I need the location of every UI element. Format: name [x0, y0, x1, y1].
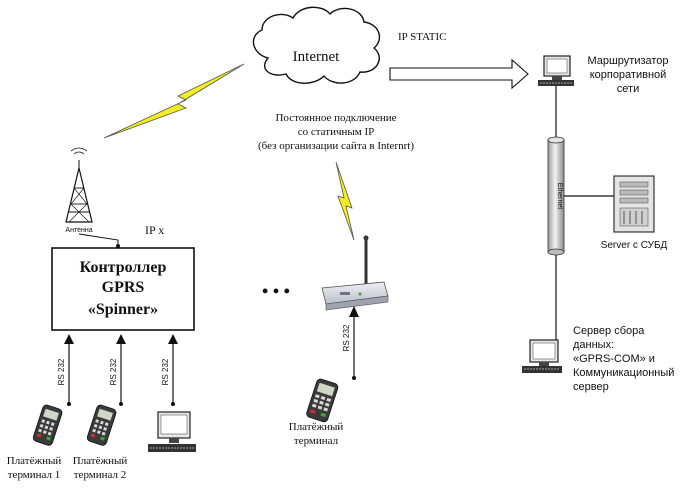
antenna-tower-icon [65, 147, 93, 223]
connection-note-line3: (без организации сайта в Internrt) [258, 140, 414, 152]
gprs-modem-icon [321, 235, 389, 311]
terminal-2-label-line2: терминал 2 [74, 469, 126, 481]
modem-terminal-label: Платёжный терминал [289, 421, 344, 447]
collector-computer-icon [522, 332, 562, 373]
gprs-controller-box: Контроллер GPRS «Spinner» [51, 247, 195, 331]
rs232-label: RS 232 [57, 358, 66, 385]
controller-label-line2: GPRS [102, 279, 145, 296]
collector-label-line4: Коммуникационный [573, 367, 674, 379]
connection-note: Постоянное подключение со статичным IP (… [258, 112, 414, 152]
computer-icon [148, 411, 196, 452]
router-computer-icon [538, 55, 574, 86]
terminal-2-label-line1: Платёжный [73, 455, 128, 467]
router-label-line3: сети [617, 83, 639, 95]
payment-terminal-icon [32, 404, 63, 446]
collector-label-line2: данных: [573, 339, 614, 351]
antenna-link [78, 233, 120, 248]
rs232-link-terminal-1: RS 232 [57, 334, 74, 406]
more-devices-ellipsis: • • • [262, 281, 290, 301]
antenna-label: Антенна [65, 227, 92, 234]
rs232-link-modem: RS 232 [342, 306, 359, 380]
modem-terminal-label-line2: терминал [294, 435, 339, 447]
terminal-2-label: Платёжный терминал 2 [73, 455, 128, 481]
database-server-icon [613, 175, 655, 233]
modem-terminal-label-line1: Платёжный [289, 421, 344, 433]
lightning-bolt-icon [103, 63, 245, 139]
internet-label: Internet [293, 49, 340, 65]
connection-note-line1: Постоянное подключение [275, 112, 396, 124]
router-label-line1: Маршрутизатор [587, 55, 668, 67]
ethernet-label: Ethernet [556, 183, 563, 210]
rs232-label: RS 232 [161, 358, 170, 385]
ip-static-label: IP STATIC [398, 31, 447, 43]
ip-x-label: IP x [145, 223, 164, 237]
internet-cloud: Internet [252, 6, 381, 84]
router-label-line2: корпоративной [590, 69, 667, 81]
payment-terminal-icon [306, 378, 339, 423]
terminal-1-label-line1: Платёжный [7, 455, 62, 467]
collector-label-line5: сервер [573, 381, 609, 393]
static-ip-arrow [389, 58, 529, 90]
collector-label: Сервер сбора данных: «GPRS-COM» и Коммун… [573, 325, 674, 393]
controller-label-line3: «Spinner» [88, 301, 158, 318]
rs232-label: RS 232 [342, 324, 351, 351]
rs232-link-terminal-2: RS 232 [109, 334, 126, 406]
controller-label-line1: Контроллер [80, 259, 167, 276]
terminal-1-label-line2: терминал 1 [8, 469, 60, 481]
collector-label-line1: Сервер сбора [573, 325, 645, 337]
rs232-link-computer: RS 232 [161, 334, 178, 406]
ethernet-backbone: Ethernet [547, 86, 614, 332]
router-label: Маршрутизатор корпоративной сети [587, 55, 668, 95]
rs232-label: RS 232 [109, 358, 118, 385]
terminal-1-label: Платёжный терминал 1 [7, 455, 62, 481]
database-server-label: Server с СУБД [601, 240, 668, 251]
connection-note-line2: со статичным IP [298, 126, 375, 138]
payment-terminal-icon [86, 404, 117, 446]
collector-label-line3: «GPRS-COM» и [573, 353, 655, 365]
lightning-bolt-icon [335, 161, 355, 241]
